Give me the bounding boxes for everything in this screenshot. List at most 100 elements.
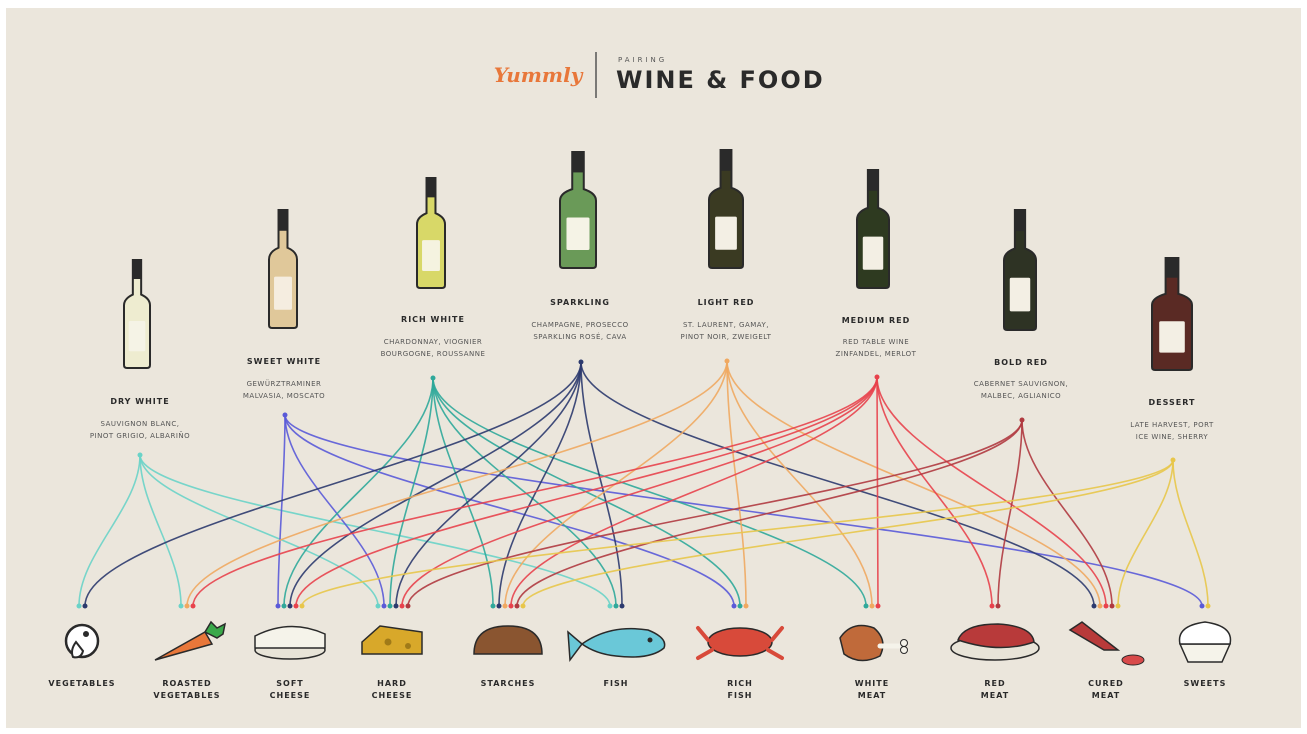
pairing-endpoint xyxy=(508,603,514,609)
pairing-line xyxy=(139,454,182,607)
food-label-rich-fish-line2: FISH xyxy=(728,691,753,700)
pairing-endpoint xyxy=(299,603,305,609)
wine-varietals-line2: ZINFANDEL, MERLOT xyxy=(836,350,917,358)
pairing-endpoint xyxy=(82,603,88,609)
wine-bold-red: BOLD RED CABERNET SAUVIGNON, MALBEC, AGL… xyxy=(974,358,1068,400)
carrot-icon xyxy=(154,620,227,661)
pairing-line xyxy=(516,419,1023,607)
wine-name: LIGHT RED xyxy=(698,298,755,307)
header-kicker: PAIRING xyxy=(618,56,667,64)
page-title: WINE & FOOD xyxy=(616,66,825,94)
pairing-line xyxy=(395,361,582,607)
wine-varietals-line1: ST. LAURENT, GAMAY, xyxy=(683,321,769,329)
pairing-endpoint xyxy=(293,603,299,609)
pairing-line xyxy=(522,459,1174,607)
wine-varietals-line1: CABERNET SAUVIGNON, xyxy=(974,380,1068,388)
pairing-line xyxy=(876,376,993,607)
wine-dry-white: DRY WHITE SAUVIGNON BLANC, PINOT GRIGIO,… xyxy=(90,397,190,440)
pairing-endpoint xyxy=(989,603,995,609)
pairing-line xyxy=(1021,419,1113,607)
pairing-line xyxy=(301,459,1174,607)
wine-medium-red: MEDIUM RED RED TABLE WINE ZINFANDEL, MER… xyxy=(836,316,917,358)
pairing-endpoint xyxy=(399,603,405,609)
pairing-endpoint xyxy=(1205,603,1211,609)
pairing-line xyxy=(192,376,878,607)
pairing-line xyxy=(510,376,878,607)
pairing-line xyxy=(876,376,879,607)
mushroom-icon xyxy=(64,623,100,659)
pairing-line xyxy=(139,454,611,607)
pairing-endpoint xyxy=(393,603,399,609)
wine-varietals-line2: PINOT NOIR, ZWEIGELT xyxy=(681,333,772,341)
food-label-vegetables: VEGETABLES xyxy=(48,679,115,688)
wine-rich-white: RICH WHITE CHARDONNAY, VIOGNIER BOURGOGN… xyxy=(381,315,486,358)
wine-name: RICH WHITE xyxy=(401,315,465,324)
bread-icon xyxy=(473,625,543,655)
pairing-line xyxy=(284,414,735,607)
pairing-line xyxy=(289,361,582,607)
wine-name: BOLD RED xyxy=(994,358,1048,367)
bottle-icon xyxy=(416,177,446,289)
pairing-line xyxy=(186,360,728,607)
wine-varietals-line1: CHAMPAGNE, PROSECCO xyxy=(531,321,628,329)
cupcake-icon xyxy=(1178,621,1232,663)
pairing-endpoint xyxy=(1103,603,1109,609)
pairing-endpoint xyxy=(381,603,387,609)
pairing-line xyxy=(432,377,617,607)
wine-varietals-line2: ICE WINE, SHERRY xyxy=(1136,433,1209,441)
fish-icon xyxy=(567,627,666,663)
bottle-icon xyxy=(856,169,890,289)
pairing-line xyxy=(84,361,582,607)
bottle-icon xyxy=(559,151,597,269)
pairing-endpoint xyxy=(1091,603,1097,609)
pairing-line xyxy=(1117,459,1174,607)
wine-varietals-line2: MALBEC, AGLIANICO xyxy=(981,392,1061,400)
brand-logo: Yummly xyxy=(494,63,584,87)
pairing-endpoint xyxy=(737,603,743,609)
wine-varietals-line2: BOURGOGNE, ROUSSANNE xyxy=(381,350,486,358)
soft-cheese-icon xyxy=(254,625,326,660)
salami-icon xyxy=(1068,621,1145,666)
pairing-line xyxy=(284,414,385,607)
food-label-white-meat-line1: WHITE xyxy=(855,679,889,688)
wine-varietals-line2: PINOT GRIGIO, ALBARIÑO xyxy=(90,431,190,440)
food-label-white-meat-line2: MEAT xyxy=(858,691,886,700)
pairing-endpoint xyxy=(520,603,526,609)
pairing-line xyxy=(277,414,286,607)
wine-varietals-line1: GEWÜRZTRAMINER xyxy=(247,379,322,388)
pairing-endpoint xyxy=(514,603,520,609)
wine-varietals-line2: SPARKLING ROSÉ, CAVA xyxy=(533,332,626,341)
pairing-line xyxy=(498,361,582,607)
wine-sweet-white: SWEET WHITE GEWÜRZTRAMINER MALVASIA, MOS… xyxy=(243,357,325,400)
header: Yummly PAIRING WINE & FOOD xyxy=(494,52,825,98)
pairing-endpoint xyxy=(731,603,737,609)
pairing-endpoint xyxy=(287,603,293,609)
food-label-soft-cheese-line1: SOFT xyxy=(276,679,303,688)
pairing-endpoint xyxy=(613,603,619,609)
pairing-line xyxy=(407,419,1023,607)
wine-name: DRY WHITE xyxy=(110,397,169,406)
pairing-line xyxy=(139,454,379,607)
pairing-endpoint xyxy=(863,603,869,609)
pairing-line xyxy=(401,376,878,607)
hard-cheese-icon xyxy=(361,625,423,655)
pairing-line xyxy=(876,376,1107,607)
wine-varietals-line2: MALVASIA, MOSCATO xyxy=(243,392,325,400)
pairing-endpoint xyxy=(281,603,287,609)
wine-name: SPARKLING xyxy=(550,298,610,307)
bottle-icon xyxy=(123,259,151,369)
wine-name: DESSERT xyxy=(1149,398,1196,407)
pairing-endpoint xyxy=(387,603,393,609)
pairing-line xyxy=(432,377,494,607)
wine-varietals-line1: RED TABLE WINE xyxy=(843,338,909,346)
food-label-red-meat-line2: MEAT xyxy=(981,691,1009,700)
pairing-line xyxy=(283,377,434,607)
food-label-cured-meat-line2: MEAT xyxy=(1092,691,1120,700)
pairing-line xyxy=(726,360,747,607)
drumstick-icon xyxy=(839,624,908,662)
wine-varietals-line1: CHARDONNAY, VIOGNIER xyxy=(384,338,483,346)
pairing-line xyxy=(1172,459,1209,607)
pairing-endpoint xyxy=(375,603,381,609)
pairing-line xyxy=(432,377,867,607)
